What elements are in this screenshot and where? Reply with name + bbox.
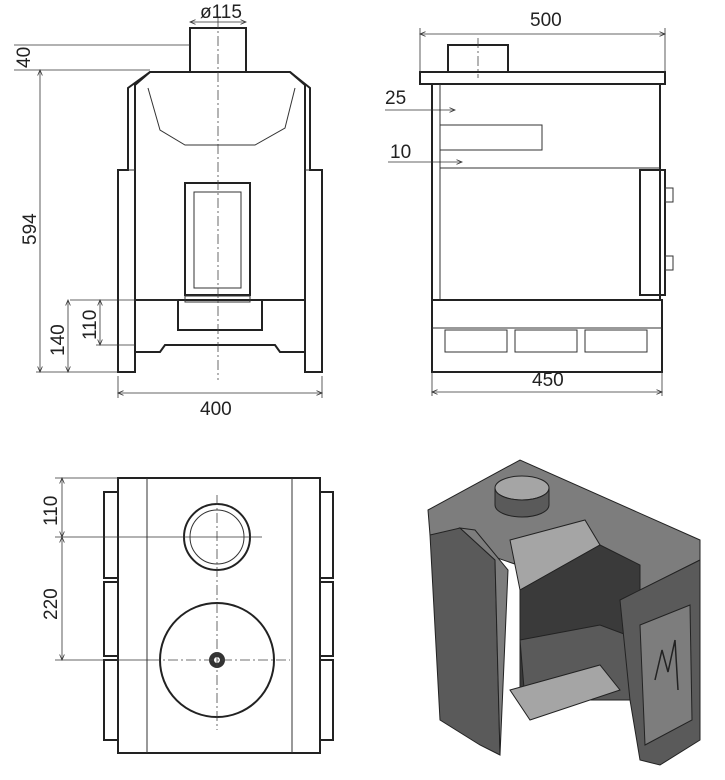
side-top-plate <box>419 71 666 85</box>
front-body <box>134 71 306 301</box>
dim-offset-inner: 10 <box>390 142 411 163</box>
iso-left-panel <box>429 527 501 756</box>
dim-flue-diameter: ø115 <box>200 2 242 23</box>
ash-drawer <box>177 299 263 331</box>
dim-base-depth: 450 <box>532 370 564 391</box>
iso-grate <box>509 664 621 721</box>
top-plate <box>117 477 321 754</box>
side-body <box>431 83 661 301</box>
side-view: 500 25 10 450 <box>385 10 674 396</box>
right-side-panel <box>289 71 323 373</box>
dim-depth: 500 <box>530 10 562 31</box>
dim-offset-top: 25 <box>385 88 406 109</box>
left-side-panel <box>117 71 151 373</box>
isometric-view <box>427 459 701 766</box>
dim-top-height: 40 <box>14 47 35 68</box>
side-door <box>639 169 666 296</box>
dim-base-height: 140 <box>48 324 69 356</box>
front-hood <box>147 87 296 146</box>
top-view: 110 220 <box>41 477 334 754</box>
side-base <box>431 299 663 373</box>
dim-width: 400 <box>200 399 232 420</box>
front-view: ø115 40 594 140 110 400 <box>14 2 323 420</box>
iso-door <box>639 604 693 746</box>
dim-flue-offset: 110 <box>41 496 62 526</box>
dim-hob-offset: 220 <box>41 588 62 620</box>
dim-ash-height: 110 <box>80 310 101 340</box>
dim-body-height: 594 <box>20 213 41 245</box>
firebox-door <box>184 182 251 296</box>
front-base <box>134 344 306 372</box>
